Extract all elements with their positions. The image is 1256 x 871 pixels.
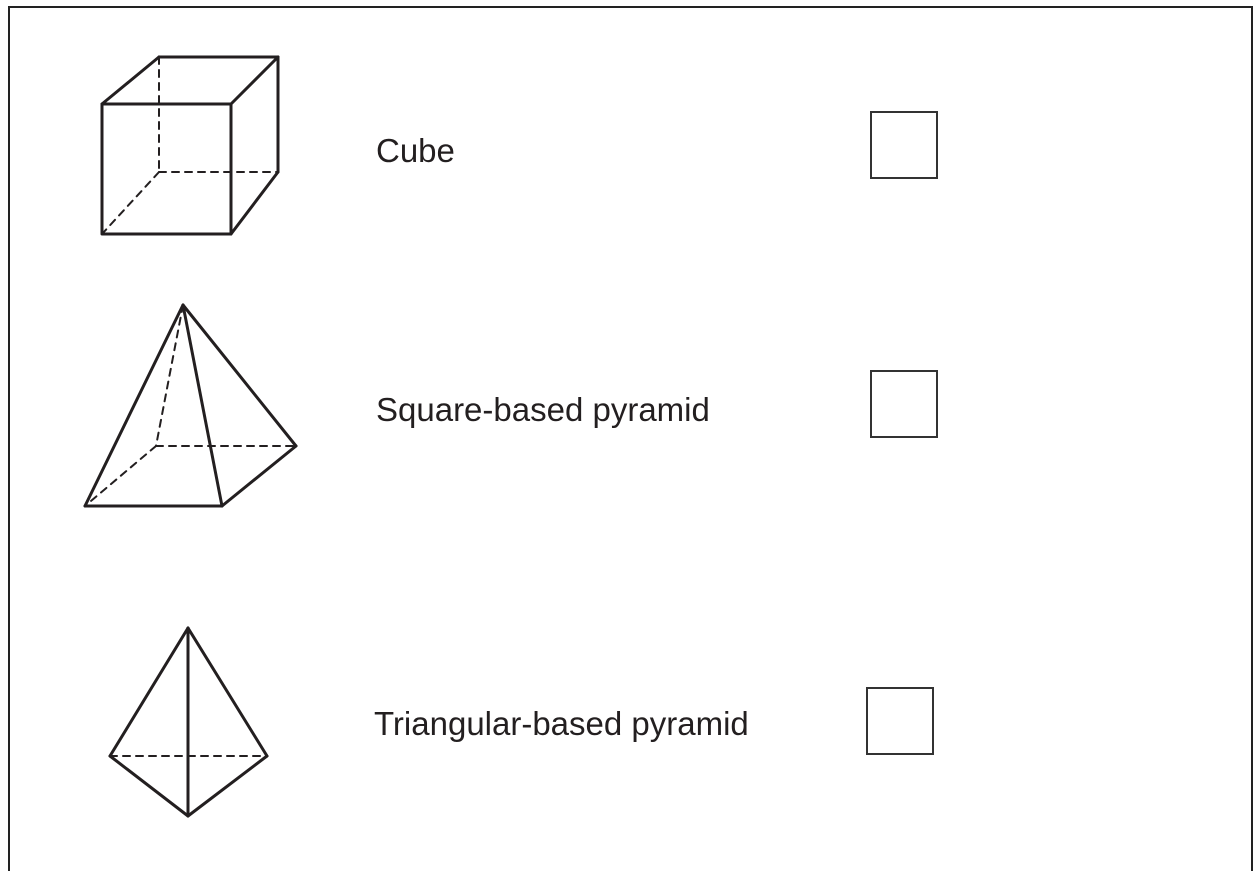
triangular-pyramid-icon: [104, 622, 274, 822]
checkbox-cube[interactable]: [870, 111, 938, 179]
option-label-cube: Cube: [376, 132, 455, 169]
square-pyramid-icon: [80, 300, 304, 512]
checkbox-triangular-pyramid[interactable]: [866, 687, 934, 755]
cube-icon: [96, 52, 286, 242]
question-frame: [8, 6, 1253, 871]
option-label-square-pyramid: Square-based pyramid: [376, 391, 710, 428]
checkbox-square-pyramid[interactable]: [870, 370, 938, 438]
option-label-triangular-pyramid: Triangular-based pyramid: [374, 705, 749, 742]
